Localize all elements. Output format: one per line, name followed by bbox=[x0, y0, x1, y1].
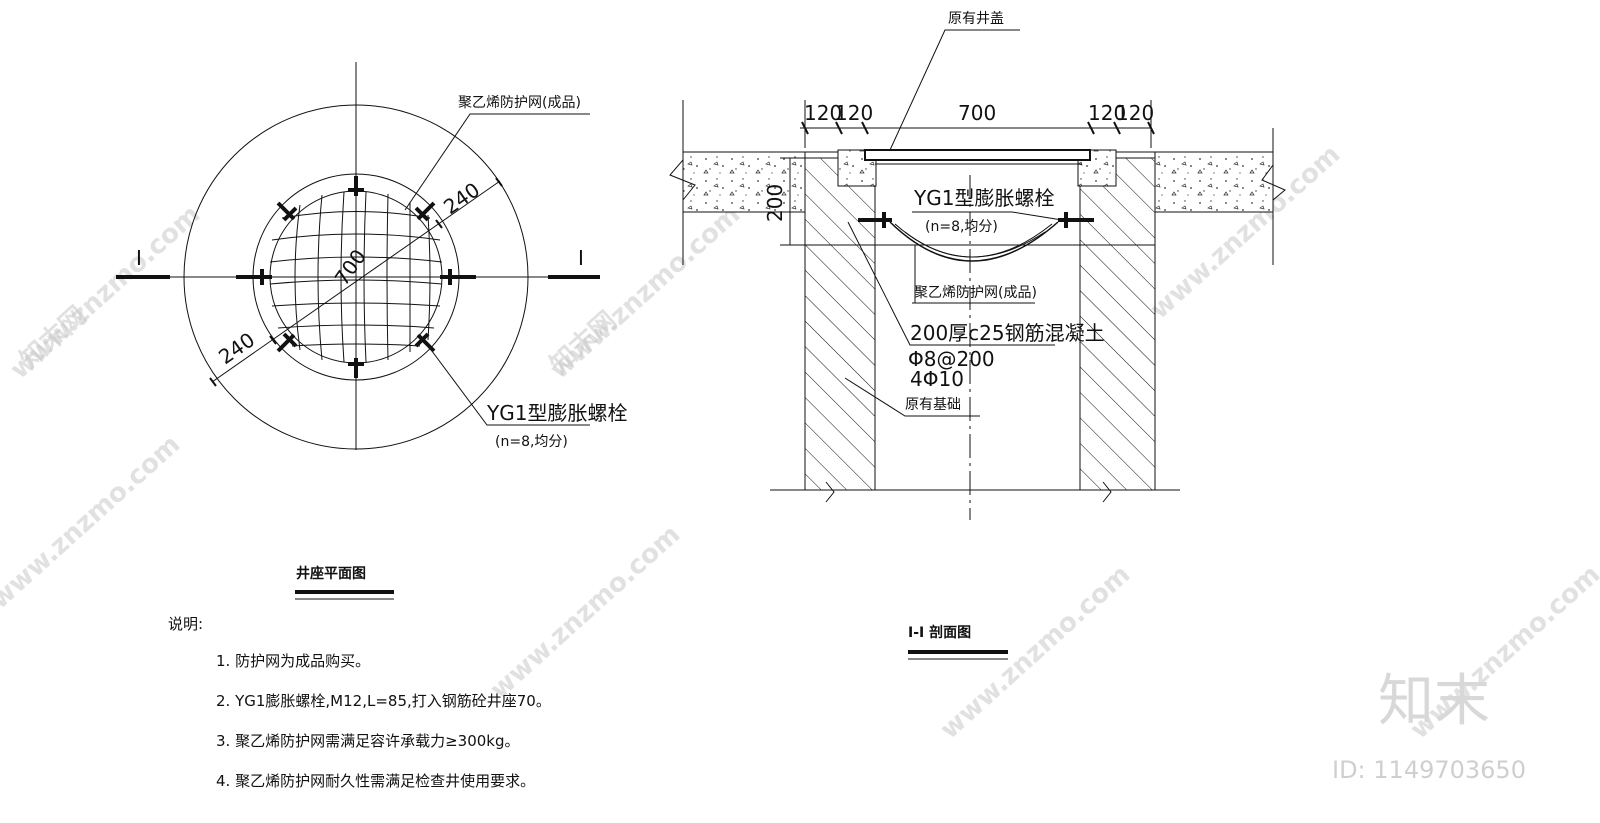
dim-tick bbox=[435, 219, 443, 229]
break-mark-right bbox=[1261, 128, 1286, 265]
label-bolt-section-sub: (n=8,均分) bbox=[925, 219, 998, 235]
dim-height: 200 bbox=[763, 184, 787, 222]
label-foundation: 原有基础 bbox=[905, 396, 961, 413]
label-bolt-section: YG1型膨胀螺栓 bbox=[913, 186, 1054, 210]
note-item-2: 2. YG1膨胀螺栓,M12,L=85,打入钢筋砼井座70。 bbox=[216, 692, 551, 710]
outer-ring bbox=[183, 104, 529, 450]
manhole-cover bbox=[864, 149, 1091, 161]
dim-label-ring-upper: 240 bbox=[439, 178, 484, 220]
base-break-right bbox=[1102, 481, 1112, 503]
dim-top-2: 120 bbox=[835, 101, 873, 125]
brand-logo: 知末 bbox=[1378, 669, 1490, 734]
dim-label-diameter: 700 bbox=[329, 245, 371, 290]
note-item-1: 1. 防护网为成品购买。 bbox=[216, 652, 370, 670]
dim-tick bbox=[269, 335, 277, 345]
label-slab: 200厚c25钢筋混凝土 bbox=[910, 321, 1105, 345]
road-slab-right bbox=[1154, 151, 1274, 213]
watermark-text: www.znzmo.com bbox=[485, 519, 687, 705]
plan-view: I I bbox=[116, 62, 627, 600]
label-cover: 原有井盖 bbox=[948, 11, 1004, 27]
label-rebar-2: 4Φ10 bbox=[910, 367, 964, 391]
watermark-text: www.znzmo.com bbox=[0, 429, 186, 615]
leader-bolt-section bbox=[912, 211, 1063, 221]
diagonal-dim-line bbox=[211, 180, 501, 383]
leader-cover bbox=[889, 29, 1020, 151]
net-sag bbox=[889, 221, 1059, 262]
dim-top-3: 700 bbox=[958, 101, 996, 125]
label-rebar-1: Φ8@200 bbox=[908, 347, 995, 371]
section-label-right: I bbox=[578, 246, 584, 270]
dim-label-ring-lower: 240 bbox=[214, 328, 259, 370]
label-bolt: YG1型膨胀螺栓 bbox=[486, 401, 627, 425]
section-view: 120 120 700 120 120 200 原有井盖 YG1型膨胀螺栓 (n… bbox=[669, 11, 1286, 660]
well-wall-right bbox=[1079, 244, 1156, 491]
leader-slab bbox=[847, 221, 1055, 346]
leader-net bbox=[404, 113, 590, 211]
well-wall-left bbox=[804, 244, 876, 491]
dim-tick bbox=[495, 177, 503, 187]
note-item-3: 3. 聚乙烯防护网需满足容许承载力≥300kg。 bbox=[216, 732, 520, 750]
protective-net bbox=[269, 191, 443, 363]
dim-top-1: 120 bbox=[804, 101, 842, 125]
image-id: ID: 1149703650 bbox=[1332, 756, 1526, 784]
notes-heading: 说明: bbox=[168, 615, 203, 633]
brand-corner: 知末 ID: 1149703650 bbox=[1332, 669, 1526, 784]
label-net: 聚乙烯防护网(成品) bbox=[458, 95, 581, 111]
section-view-title: I-I 剖面图 bbox=[908, 624, 971, 641]
road-slab-left bbox=[682, 151, 806, 213]
leader-bolt bbox=[419, 334, 590, 426]
break-mark-left bbox=[669, 100, 696, 265]
watermark-brand: 知末网 bbox=[15, 301, 93, 375]
bolt-set bbox=[236, 176, 476, 378]
plan-view-title: 井座平面图 bbox=[296, 565, 366, 582]
notes-block: 说明: 1. 防护网为成品购买。 2. YG1膨胀螺栓,M12,L=85,打入钢… bbox=[168, 615, 551, 790]
dim-top-5: 120 bbox=[1116, 101, 1154, 125]
note-item-4: 4. 聚乙烯防护网耐久性需满足检查井使用要求。 bbox=[216, 772, 535, 790]
label-net-section: 聚乙烯防护网(成品) bbox=[914, 285, 1037, 301]
base-break-left bbox=[825, 481, 835, 503]
net-sag-inner2 bbox=[904, 231, 1046, 258]
section-label-left: I bbox=[136, 246, 142, 270]
dim-top-4: 120 bbox=[1088, 101, 1126, 125]
dim-tick bbox=[209, 377, 217, 387]
label-bolt-sub: (n=8,均分) bbox=[495, 434, 568, 450]
leader-foundation bbox=[844, 377, 980, 417]
